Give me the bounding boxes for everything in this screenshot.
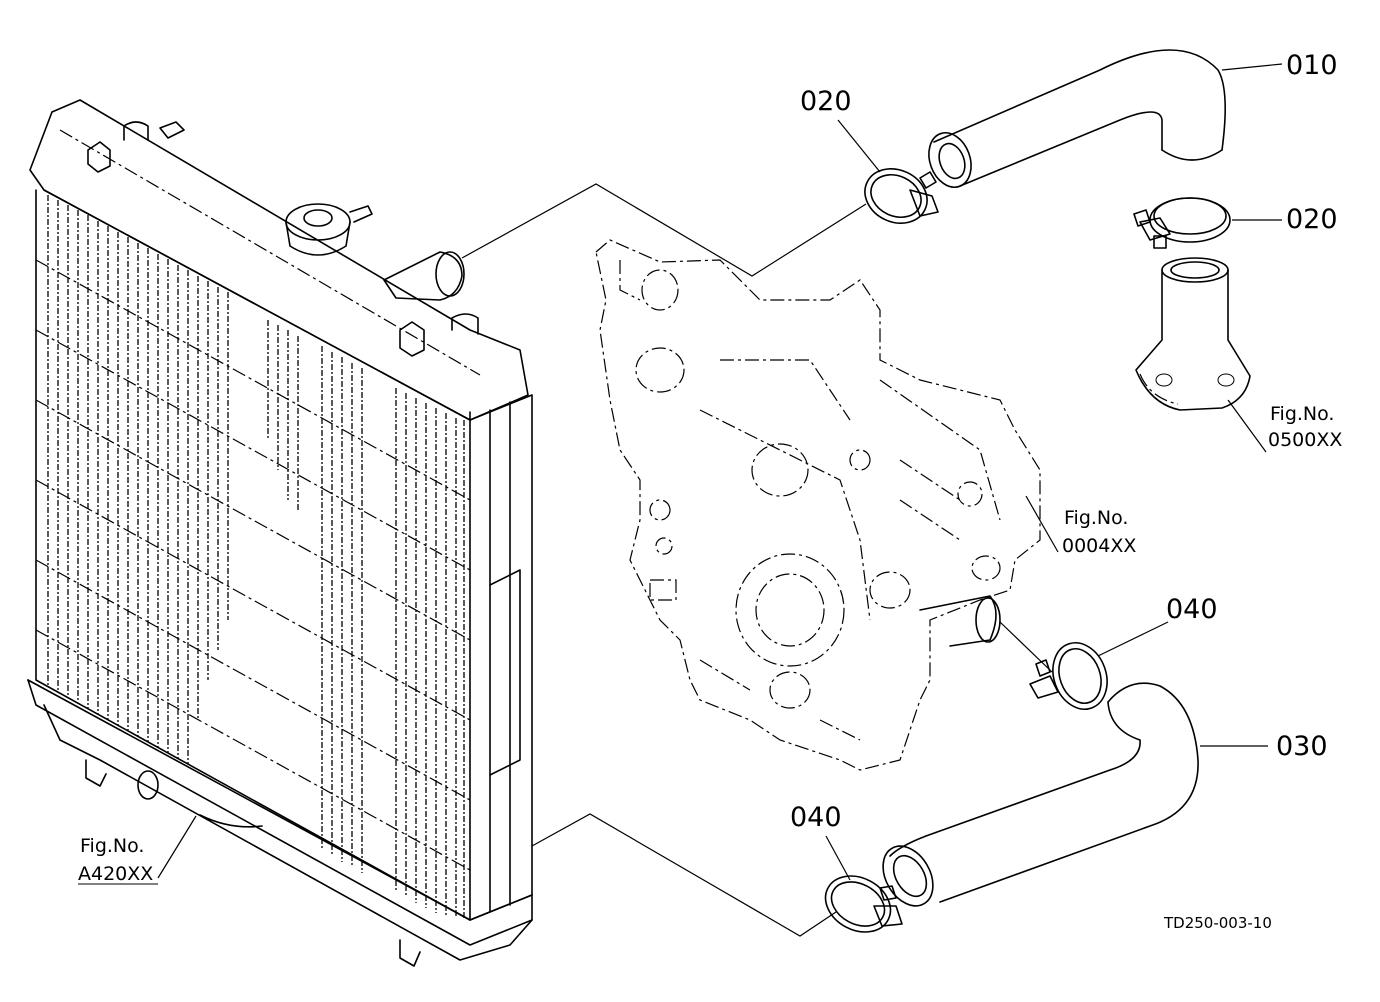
fig-ref-gear-case-line1: Fig.No. <box>1064 507 1128 529</box>
fig-ref-radiator-line2: A420XX <box>78 863 153 885</box>
fig-ref-gear-case-line2: 0004XX <box>1062 535 1136 557</box>
upper-hose-010 <box>928 49 1226 188</box>
callout-020-left: 020 <box>800 86 852 117</box>
callout-040-upper: 040 <box>1166 594 1218 625</box>
hose-clamp-040-upper <box>1029 642 1108 710</box>
radiator-assembly <box>27 99 533 967</box>
hose-clamp-020-left <box>864 168 939 224</box>
thermostat-housing <box>1135 257 1251 411</box>
callout-040-lower: 040 <box>790 802 842 833</box>
drawing-code: TD250-003-10 <box>1163 914 1272 932</box>
hose-clamp-040-lower <box>824 875 903 933</box>
gear-case-housing <box>595 239 1041 771</box>
fig-ref-radiator-line1: Fig.No. <box>80 835 144 857</box>
callout-020-right: 020 <box>1286 204 1338 235</box>
connection-lines <box>157 63 1283 937</box>
callout-030: 030 <box>1276 731 1328 762</box>
hose-clamp-020-right <box>1133 197 1231 249</box>
radiator-core-fins <box>47 195 465 918</box>
callout-010: 010 <box>1286 50 1338 81</box>
lower-hose-030 <box>882 682 1199 907</box>
fig-ref-thermostat-line2: 0500XX <box>1268 429 1342 451</box>
fig-ref-thermostat-line1: Fig.No. <box>1270 403 1334 425</box>
